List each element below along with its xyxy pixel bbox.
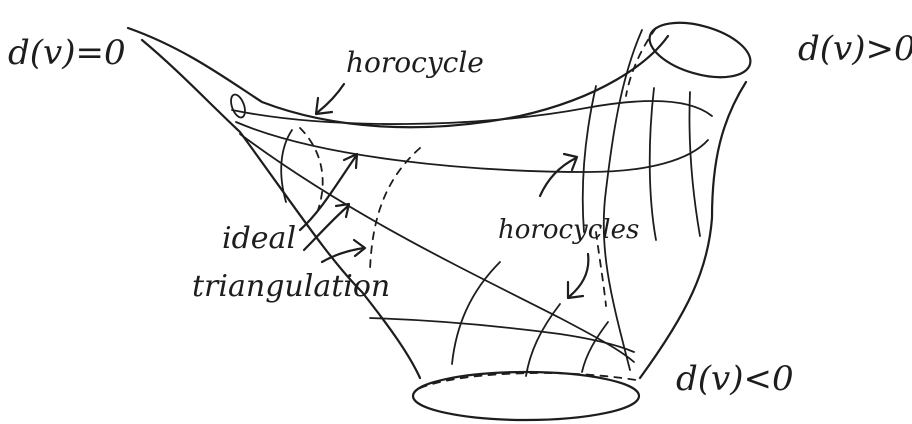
bottom-horocycle-1 xyxy=(452,262,500,364)
arc-5 xyxy=(604,30,642,370)
horocycles-arrow-up xyxy=(540,158,576,196)
arc-4 xyxy=(370,318,634,352)
top-horocycles xyxy=(583,86,700,306)
arc-3 xyxy=(240,134,634,362)
cusp-horocycle-back xyxy=(300,128,323,210)
bottom-cuff xyxy=(413,372,639,420)
arc-6-hidden xyxy=(370,148,420,270)
arc-2 xyxy=(236,122,708,172)
top-horocycle-3 xyxy=(689,92,700,236)
label-d-zero: d(v)=0 xyxy=(8,33,126,73)
arc-1 xyxy=(232,101,712,124)
horocycles-arrow-down xyxy=(570,254,588,296)
cusp-horocycle-small xyxy=(228,93,247,120)
top-horocycle-2 xyxy=(650,88,656,240)
right-tube-edge xyxy=(640,82,746,378)
top-cuff xyxy=(643,13,756,88)
horocycle-arrow xyxy=(318,84,344,112)
label-ideal: ideal xyxy=(222,221,296,256)
annotation-arrows xyxy=(300,84,588,298)
bottom-horocycle-3 xyxy=(582,322,608,372)
label-d-positive: d(v)>0 xyxy=(798,29,912,69)
label-triangulation: triangulation xyxy=(192,269,390,304)
cusp-bottom-edge xyxy=(142,40,420,378)
label-d-negative: d(v)<0 xyxy=(676,359,794,399)
label-horocycle: horocycle xyxy=(346,46,484,79)
triangulation-arcs xyxy=(232,28,712,370)
label-horocycles: horocycles xyxy=(498,215,639,245)
bottom-cuff-hidden-arc xyxy=(420,373,636,388)
cusp-horocycles xyxy=(228,93,322,210)
